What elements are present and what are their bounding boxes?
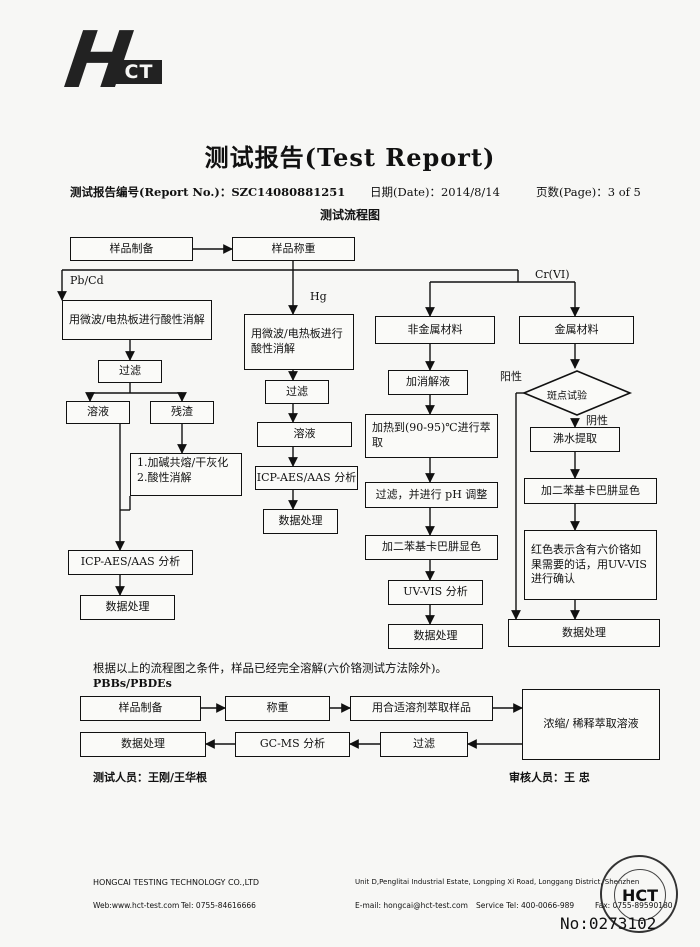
footer-tel: Tel: 0755-84616666 bbox=[181, 901, 256, 910]
pb-filter-box: 过滤 bbox=[98, 360, 162, 383]
company-logo-ct: CT bbox=[116, 60, 162, 84]
report-page: 页数(Page)：3 of 5 bbox=[536, 185, 641, 199]
metal-data-box: 数据处理 bbox=[508, 619, 660, 647]
hg-solution-box: 溶液 bbox=[257, 422, 352, 447]
reviewer-line: 审核人员：王 忠 bbox=[509, 771, 590, 784]
report-number: 测试报告编号(Report No.)：SZC14080881251 bbox=[70, 185, 346, 199]
footer-company: HONGCAI TESTING TECHNOLOGY CO.,LTD bbox=[93, 878, 260, 887]
pbb-filter-box: 过滤 bbox=[380, 732, 468, 757]
pbb-gcms-box: GC-MS 分析 bbox=[235, 732, 350, 757]
report-title: 测试报告(Test Report) bbox=[204, 143, 496, 172]
pbb-extract-box: 用合适溶剂萃取样品 bbox=[350, 696, 493, 721]
negative-label: 阴性 bbox=[586, 414, 608, 427]
report-date: 日期(Date)：2014/8/14 bbox=[370, 185, 500, 199]
pb-residue-box: 残渣 bbox=[150, 401, 214, 424]
pbb-data-box: 数据处理 bbox=[80, 732, 206, 757]
hg-acid-digest-box: 用微波/电热板进行酸性消解 bbox=[244, 314, 354, 370]
pb-icp-box: ICP-AES/AAS 分析 bbox=[68, 550, 193, 575]
pb-data-box: 数据处理 bbox=[80, 595, 175, 620]
serial-number: No:0273102 bbox=[560, 914, 657, 933]
metal-color-box: 加二苯基卡巴肼显色 bbox=[524, 478, 657, 504]
metal-confirm-box: 红色表示含有六价铬如果需要的话，用UV-VIS 进行确认 bbox=[524, 530, 657, 600]
sample-weigh-box: 样品称重 bbox=[232, 237, 355, 261]
sample-prep-box: 样品制备 bbox=[70, 237, 193, 261]
label-pbcd: Pb/Cd bbox=[70, 274, 104, 287]
company-seal-text: HCT bbox=[614, 869, 666, 921]
pb-residue-step-2: 2.酸性消解 bbox=[137, 470, 192, 484]
pbb-concentrate-box: 浓缩/ 稀释萃取溶液 bbox=[522, 689, 660, 760]
add-digest-box: 加消解液 bbox=[388, 370, 468, 395]
hg-data-box: 数据处理 bbox=[263, 509, 338, 534]
pb-residue-steps-box: 1.加碱共熔/干灰化 2.酸性消解 bbox=[130, 453, 242, 496]
nonmetal-data-box: 数据处理 bbox=[388, 624, 483, 649]
pb-acid-digest-box: 用微波/电热板进行酸性消解 bbox=[62, 300, 212, 340]
pbb-weigh-box: 称重 bbox=[225, 696, 330, 721]
pbb-prep-box: 样品制备 bbox=[80, 696, 201, 721]
footer-service: Service Tel: 400-0066-989 bbox=[476, 901, 575, 910]
positive-label: 阳性 bbox=[500, 370, 522, 383]
filter-ph-box: 过滤，并进行 pH 调整 bbox=[365, 482, 498, 508]
footer-web: Web:www.hct-test.com bbox=[93, 901, 180, 910]
dissolution-note: 根据以上的流程图之条件，样品已经完全溶解(六价铬测试方法除外)。 bbox=[93, 661, 447, 675]
pb-solution-box: 溶液 bbox=[66, 401, 130, 424]
boil-extract-box: 沸水提取 bbox=[530, 427, 620, 452]
metal-box: 金属材料 bbox=[519, 316, 634, 344]
pbb-label: PBBs/PBDEs bbox=[93, 677, 172, 690]
footer-email: E-mail: hongcai@hct-test.com bbox=[355, 901, 468, 910]
label-crvi: Cr(VI) bbox=[535, 268, 570, 281]
company-seal: HCT bbox=[600, 855, 678, 933]
nonmetal-color-box: 加二苯基卡巴肼显色 bbox=[365, 535, 498, 560]
heat-extract-box: 加热到(90-95)℃进行萃取 bbox=[365, 414, 498, 458]
flowchart-title: 测试流程图 bbox=[319, 208, 380, 222]
nonmetal-box: 非金属材料 bbox=[375, 316, 495, 344]
tester-line: 测试人员：王刚/王华根 bbox=[93, 771, 208, 784]
label-hg: Hg bbox=[310, 290, 327, 303]
hg-icp-box: ICP-AES/AAS 分析 bbox=[255, 466, 358, 490]
hg-filter-box: 过滤 bbox=[265, 380, 329, 404]
uvvis-box: UV-VIS 分析 bbox=[388, 580, 483, 605]
pb-residue-step-1: 1.加碱共熔/干灰化 bbox=[137, 456, 229, 469]
footer-address: Unit D,Penglitai Industrial Estate, Long… bbox=[355, 878, 640, 886]
spot-test-label: 斑点试验 bbox=[547, 391, 587, 402]
